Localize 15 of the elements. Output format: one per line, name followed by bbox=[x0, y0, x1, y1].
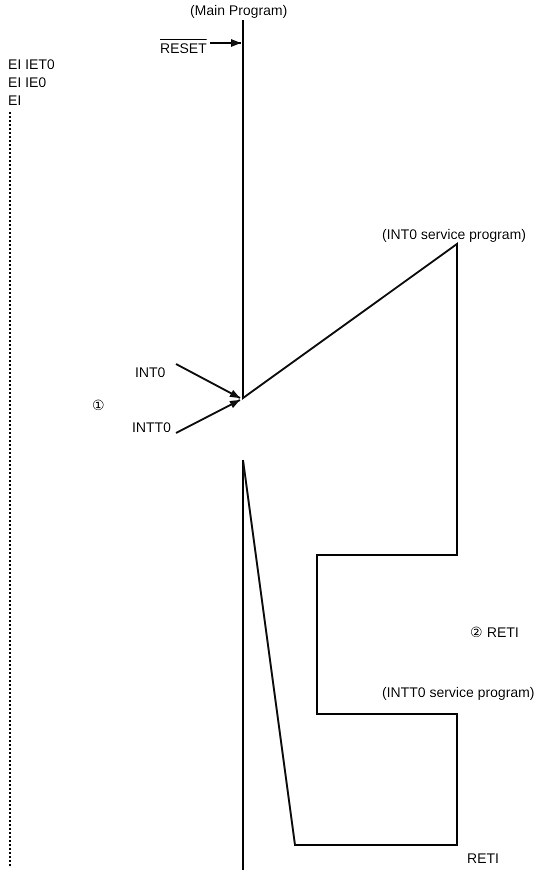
program-title: (Main Program) bbox=[190, 2, 288, 18]
instruction-text: EI IET0 bbox=[8, 56, 55, 72]
program-title: (INT0 service program) bbox=[382, 226, 526, 242]
signal-label: RESET bbox=[160, 40, 207, 56]
arrow bbox=[176, 363, 240, 399]
return-label: RETI bbox=[467, 850, 499, 866]
program-title: (INTT0 service program) bbox=[382, 684, 534, 700]
interrupt-label: INTT0 bbox=[132, 419, 171, 435]
interrupt-label: INT0 bbox=[135, 364, 166, 380]
arrow bbox=[210, 39, 241, 47]
step-number: ① bbox=[92, 397, 105, 413]
instruction-text: EI IE0 bbox=[8, 74, 46, 90]
instruction-text: EI bbox=[8, 92, 22, 108]
arrow bbox=[176, 399, 240, 434]
return-label: ② RETI bbox=[470, 624, 519, 640]
